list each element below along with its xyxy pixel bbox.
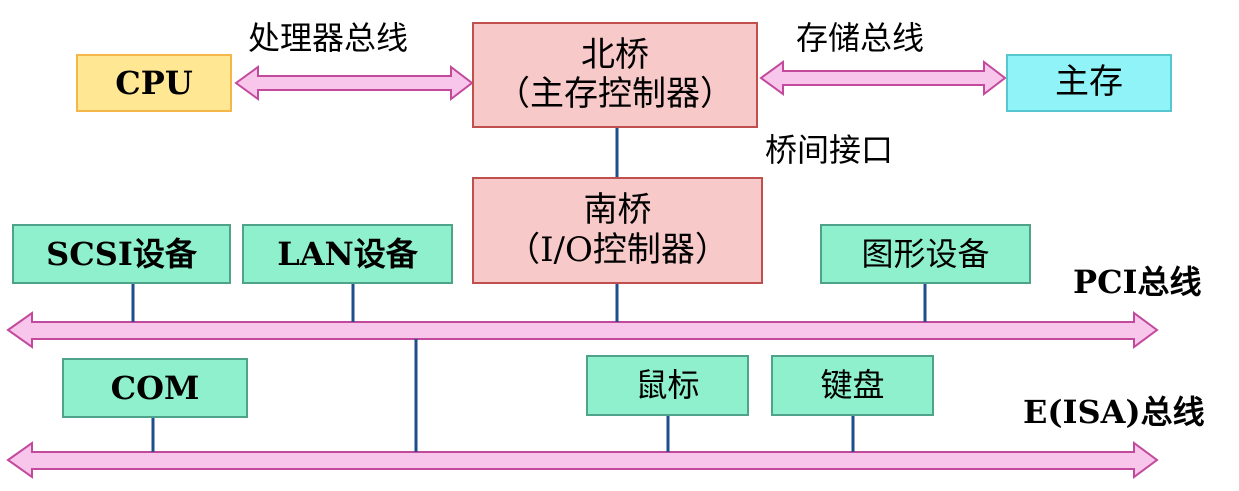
south-bridge-subtitle: （I/O控制器） [506,229,729,270]
south-bridge-box: 南桥 （I/O控制器） [472,177,763,284]
south-bridge-title: 南桥 [583,190,652,231]
lan-device-label: LAN设备 [277,234,418,273]
mouse-device-box: 鼠标 [586,355,749,416]
pci-bus-arrow [6,311,1159,349]
keyboard-device-box: 键盘 [771,355,934,416]
lan-device-box: LAN设备 [242,224,453,284]
graphics-device-label: 图形设备 [861,234,990,273]
com-device-label: COM [110,368,200,407]
cpu-label: CPU [115,63,193,102]
storage-bus-label: 存储总线 [796,19,925,57]
scsi-device-label: SCSI设备 [46,234,197,273]
isa-bus-label: E(ISA)总线 [1023,393,1205,431]
north-bridge-box: 北桥 （主存控制器） [472,22,758,128]
com-device-box: COM [62,358,248,418]
pci-bus-label: PCI总线 [1073,263,1202,301]
graphics-device-box: 图形设备 [820,224,1031,284]
main-memory-box: 主存 [1006,54,1172,112]
main-memory-label: 主存 [1055,62,1123,103]
isa-bus-arrow [6,441,1159,479]
scsi-device-box: SCSI设备 [12,224,231,284]
mouse-device-label: 鼠标 [635,366,700,405]
processor-bus-arrow [234,64,474,102]
north-bridge-title: 北桥 [581,34,649,75]
storage-bus-arrow [759,59,1007,97]
processor-bus-label: 处理器总线 [248,19,409,57]
keyboard-device-label: 键盘 [820,366,885,405]
bridge-interface-label: 桥间接口 [765,131,894,169]
north-bridge-subtitle: （主存控制器） [496,74,734,114]
cpu-box: CPU [76,54,232,112]
